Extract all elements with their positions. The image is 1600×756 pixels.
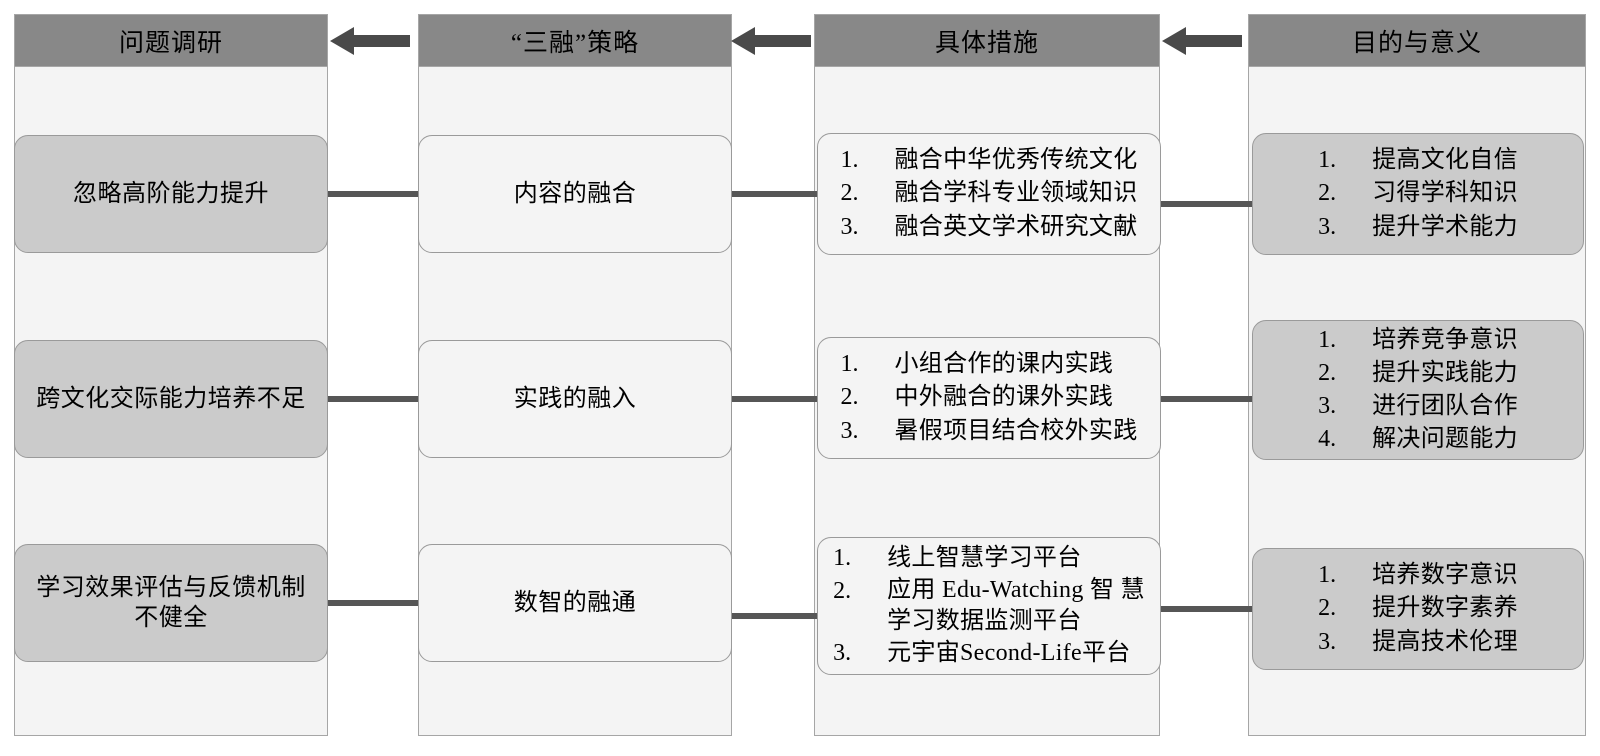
connector-row2-col3-col4 [1158,396,1256,402]
connector-row3-col2-col3 [730,613,820,619]
node-measures-1[interactable]: 1. 融合中华优秀传统文化 2. 融合学科专业领域知识 3. 融合英文学术研究文… [817,133,1161,255]
connector-row1-col2-col3 [730,191,820,197]
list-item: 2. 中外融合的课外实践 [841,381,1138,414]
node-purpose-2[interactable]: 1. 培养竞争意识 2. 提升实践能力 3. 进行团队合作 4. 解决问题能力 [1252,320,1584,460]
purpose-2-list: 1. 培养竞争意识 2. 提升实践能力 3. 进行团队合作 4. 解决问题能力 [1318,324,1518,456]
list-item: 2. 提升实践能力 [1318,357,1518,390]
list-item-label: 线上智慧学习平台 [887,544,1082,571]
list-item: 2. 习得学科知识 [1318,177,1518,210]
list-item-number: 1. [1318,147,1337,174]
list-item: 3. 提升学术能力 [1318,211,1518,244]
arrow-left-icon-purpose-to-measures [1162,26,1242,56]
purpose-1-list: 1. 提高文化自信 2. 习得学科知识 3. 提升学术能力 [1318,144,1518,243]
list-item-number: 2. [833,577,852,604]
list-item: 1. 融合中华优秀传统文化 [841,144,1138,177]
node-strategy-1[interactable]: 内容的融合 [418,135,732,253]
node-problem-3-label: 学习效果评估与反馈机制 不健全 [36,575,306,631]
node-strategy-2[interactable]: 实践的融入 [418,340,732,458]
column-header-concrete-measures: 具体措施 [815,15,1159,67]
node-strategy-3[interactable]: 数智的融通 [418,544,732,662]
list-item-label: 提高技术伦理 [1372,628,1518,655]
list-item: 2. 融合学科专业领域知识 [841,177,1138,210]
measures-1-list: 1. 融合中华优秀传统文化 2. 融合学科专业领域知识 3. 融合英文学术研究文… [841,144,1138,243]
column-header-purpose-and-significance: 目的与意义 [1249,15,1585,67]
node-strategy-3-label: 数智的融通 [513,590,637,616]
list-item-number: 3. [1318,628,1337,655]
purpose-3-list: 1. 培养数字意识 2. 提升数字素养 3. 提高技术伦理 [1318,559,1518,658]
list-item-label: 小组合作的课内实践 [894,351,1114,378]
connector-row3-col1-col2 [328,600,420,606]
list-item-label: 习得学科知识 [1372,180,1518,207]
node-problem-2[interactable]: 跨文化交际能力培养不足 [14,340,328,458]
list-item-number: 2. [1318,359,1337,386]
list-item-label: 融合学科专业领域知识 [894,180,1138,207]
list-item-label: 应用 Edu-Watching 智 慧 学习数据监测平台 [887,576,1145,634]
list-item-label: 培养竞争意识 [1372,326,1518,353]
list-item-number: 2. [1318,180,1337,207]
list-item-number: 3. [840,417,859,444]
connector-row3-col3-col4 [1158,606,1256,612]
list-item-label: 融合英文学术研究文献 [894,213,1138,240]
list-item-number: 2. [1318,595,1337,622]
connector-row2-col1-col2 [328,396,420,402]
list-item-label: 提升学术能力 [1372,213,1518,240]
list-item-number: 1. [1318,562,1337,589]
list-item-number: 3. [833,640,852,667]
list-item-number: 3. [1318,213,1337,240]
list-item: 1. 培养数字意识 [1318,559,1518,592]
list-item: 3. 进行团队合作 [1318,390,1518,423]
list-item-label: 提升实践能力 [1372,359,1518,386]
arrow-left-icon-strategy-to-problem [330,26,410,56]
list-item-number: 3. [1318,393,1337,419]
node-problem-2-label: 跨文化交际能力培养不足 [36,386,306,412]
list-item: 2. 提升数字素养 [1318,592,1518,625]
column-header-problem-research: 问题调研 [15,15,327,67]
list-item-number: 2. [840,180,859,207]
connector-row1-col3-col4 [1158,201,1256,207]
node-purpose-3[interactable]: 1. 培养数字意识 2. 提升数字素养 3. 提高技术伦理 [1252,548,1584,670]
measures-3-list: 1. 线上智慧学习平台 2. 应用 Edu-Watching 智 慧 学习数据监… [833,542,1145,671]
column-header-three-integration-strategy: “三融”策略 [419,15,731,67]
list-item-number: 4. [1318,426,1337,453]
list-item: 3. 元宇宙Second-Life平台 [833,637,1145,670]
list-item-label: 提升数字素养 [1372,595,1518,622]
node-problem-1-label: 忽略高阶能力提升 [73,181,269,207]
list-item: 2. 应用 Edu-Watching 智 慧 学习数据监测平台 [833,575,1145,637]
list-item-number: 1. [833,544,852,571]
list-item: 1. 培养竞争意识 [1318,324,1518,357]
list-item-number: 3. [840,213,859,240]
node-measures-3[interactable]: 1. 线上智慧学习平台 2. 应用 Edu-Watching 智 慧 学习数据监… [817,537,1161,675]
node-measures-2[interactable]: 1. 小组合作的课内实践 2. 中外融合的课外实践 3. 暑假项目结合校外实践 [817,337,1161,459]
node-problem-1[interactable]: 忽略高阶能力提升 [14,135,328,253]
list-item-label: 进行团队合作 [1372,393,1518,419]
list-item-label: 融合中华优秀传统文化 [894,147,1138,174]
arrow-left-icon-measures-to-strategy [731,26,811,56]
list-item-number: 2. [840,384,859,411]
list-item-label: 暑假项目结合校外实践 [894,417,1138,444]
list-item-label: 提高文化自信 [1372,147,1518,174]
list-item: 1. 线上智慧学习平台 [833,542,1145,575]
list-item: 4. 解决问题能力 [1318,423,1518,456]
list-item-number: 1. [840,351,859,378]
node-problem-3[interactable]: 学习效果评估与反馈机制 不健全 [14,544,328,662]
node-purpose-1[interactable]: 1. 提高文化自信 2. 习得学科知识 3. 提升学术能力 [1252,133,1584,255]
list-item-label: 元宇宙Second-Life平台 [887,640,1131,667]
node-strategy-2-label: 实践的融入 [513,386,637,412]
list-item-number: 1. [1318,326,1337,353]
connector-row1-col1-col2 [328,191,420,197]
list-item-number: 1. [840,147,859,174]
measures-2-list: 1. 小组合作的课内实践 2. 中外融合的课外实践 3. 暑假项目结合校外实践 [841,348,1138,447]
list-item: 1. 提高文化自信 [1318,144,1518,177]
list-item-label: 培养数字意识 [1372,562,1518,589]
list-item-label: 解决问题能力 [1372,426,1518,453]
list-item: 3. 提高技术伦理 [1318,626,1518,659]
list-item: 3. 暑假项目结合校外实践 [841,415,1138,448]
list-item: 1. 小组合作的课内实践 [841,348,1138,381]
list-item: 3. 融合英文学术研究文献 [841,211,1138,244]
node-strategy-1-label: 内容的融合 [513,181,637,207]
connector-row2-col2-col3 [730,396,820,402]
list-item-label: 中外融合的课外实践 [894,384,1114,411]
